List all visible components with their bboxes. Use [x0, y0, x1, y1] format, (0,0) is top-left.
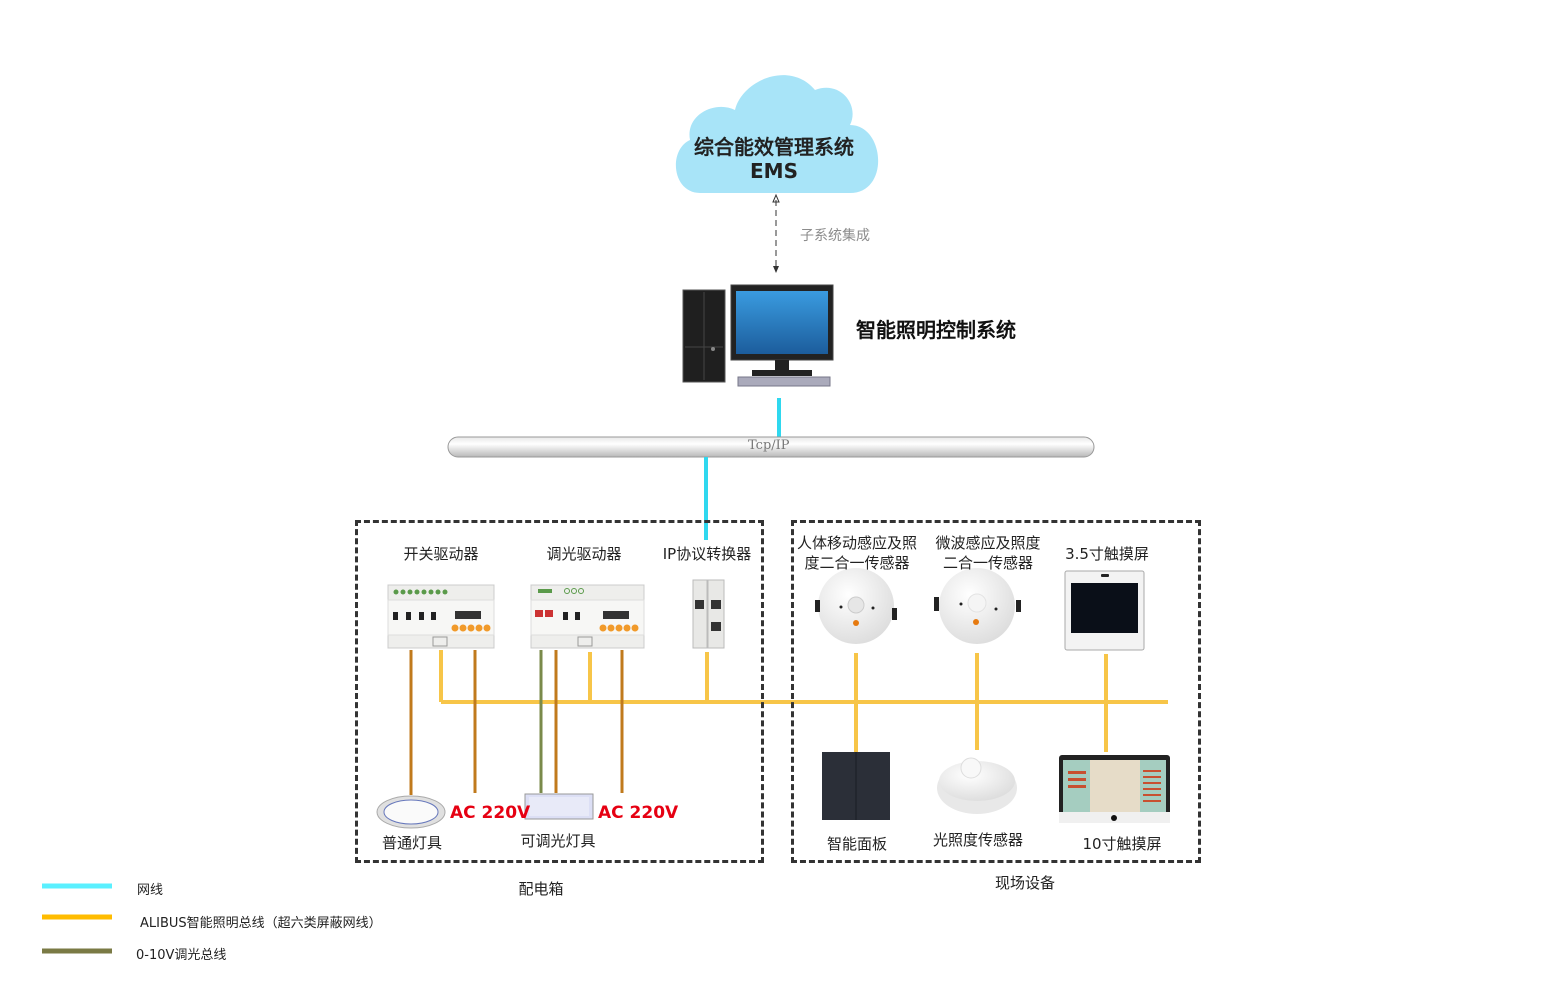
- field-devices-label: 现场设备: [994, 874, 1056, 892]
- cloud-ems: [675, 75, 879, 193]
- cloud-subtitle: EMS: [750, 159, 798, 183]
- touchscreen-small-label: 3.5寸触摸屏: [1065, 545, 1149, 563]
- pir-sensor-label-line1: 人体移动感应及照: [796, 534, 918, 552]
- dimmable-light-label: 可调光灯具: [520, 832, 596, 850]
- legend-bus-label: ALIBUS智能照明总线（超六类屏蔽网线）: [140, 916, 382, 931]
- tcpip-backbone: [447, 436, 1095, 458]
- microwave-sensor-label-line2: 二合一传感器: [942, 554, 1034, 572]
- integration-label: 子系统集成: [800, 228, 870, 244]
- lux-sensor-label: 光照度传感器: [932, 831, 1024, 849]
- pir-sensor-label: 人体移动感应及照 度二合一传感器: [797, 533, 917, 573]
- normal-light-label: 普通灯具: [381, 834, 443, 852]
- distribution-box-label: 配电箱: [518, 880, 564, 898]
- switch-driver-label: 开关驱动器: [403, 545, 479, 563]
- ip-gateway-label: IP协议转换器: [662, 545, 752, 563]
- legend-network-label: 网线: [137, 883, 164, 898]
- panel-light-icon: [524, 793, 594, 820]
- distribution-box-frame: [355, 520, 764, 863]
- control-system-label: 智能照明控制系统: [856, 318, 1016, 342]
- switch-driver-device: [387, 584, 495, 649]
- dimming-driver-label: 调光驱动器: [546, 545, 622, 563]
- ip-gateway-device: [692, 579, 725, 649]
- legend-dim-label: 0-10V调光总线: [136, 948, 227, 963]
- lux-sensor-icon: [937, 757, 1017, 814]
- smart-panel-label: 智能面板: [826, 835, 888, 853]
- dimming-driver-device: [530, 584, 645, 649]
- microwave-sensor-label: 微波感应及照度 二合一传感器: [935, 533, 1040, 573]
- pir-sensor-icon: [815, 568, 897, 644]
- touchscreen-large-label: 10寸触摸屏: [1082, 835, 1162, 853]
- downlight-icon: [376, 795, 446, 829]
- voltage-label-2: AC 220V: [598, 803, 679, 823]
- voltage-label-1: AC 220V: [450, 803, 531, 823]
- cloud-title: 综合能效管理系统: [694, 135, 854, 159]
- touchscreen-small-icon: [1064, 570, 1145, 651]
- pir-sensor-label-line2: 度二合一传感器: [804, 554, 910, 572]
- integration-arrow: [772, 193, 780, 273]
- tcpip-label: Tcp/IP: [748, 438, 790, 453]
- microwave-sensor-label-line1: 微波感应及照度: [935, 534, 1041, 552]
- touchscreen-large-icon: [1059, 755, 1170, 823]
- computer-icon: [682, 284, 834, 387]
- smart-panel-icon: [822, 752, 890, 820]
- field-devices-frame: [791, 520, 1201, 863]
- microwave-sensor-icon: [934, 568, 1021, 644]
